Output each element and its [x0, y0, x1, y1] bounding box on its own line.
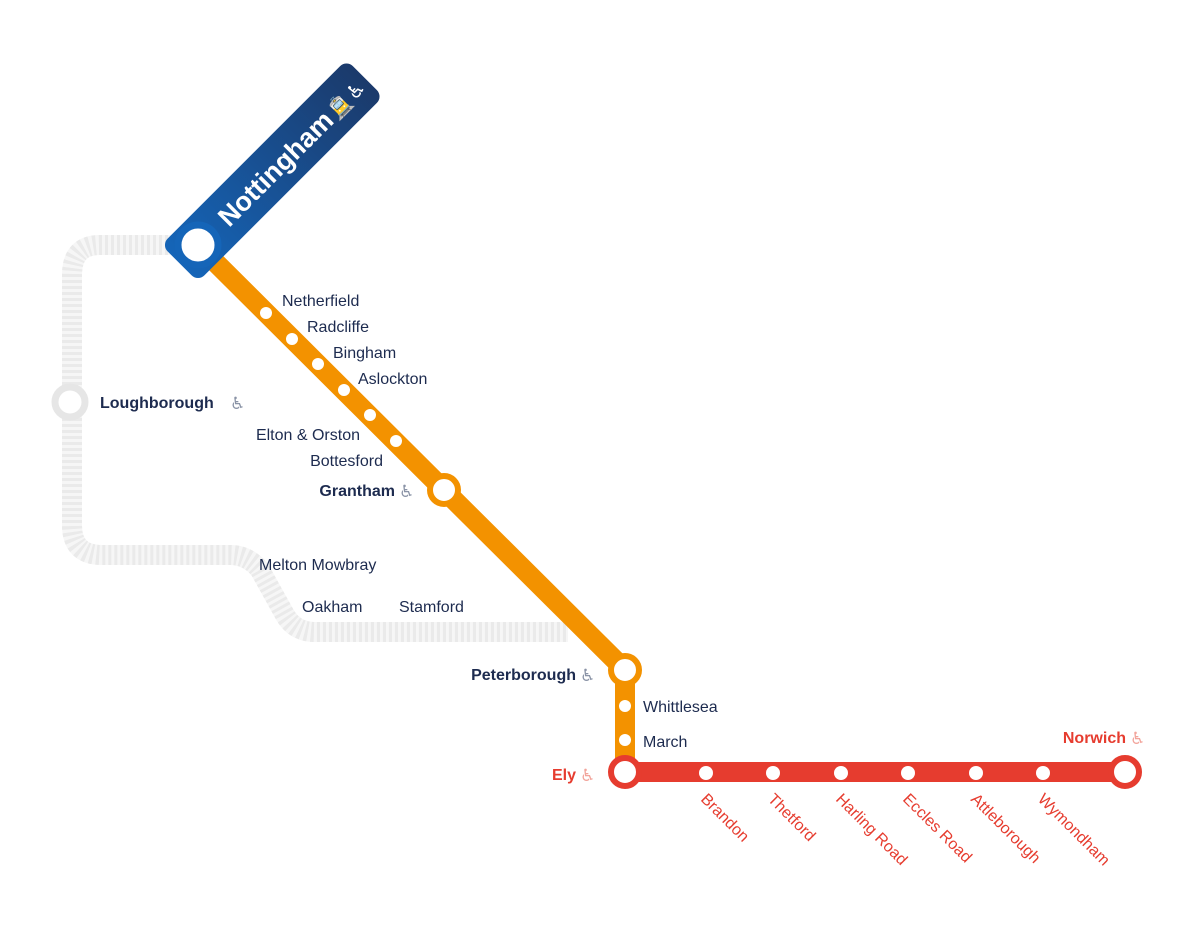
station-marker[interactable] — [969, 766, 983, 780]
station-nottingham-marker[interactable] — [174, 221, 222, 269]
station-label-grantham: Grantham — [319, 483, 395, 500]
station-marker[interactable] — [901, 766, 915, 780]
wheelchair-icon: ♿ — [580, 766, 595, 786]
station-label: Bottesford — [310, 453, 383, 470]
station-norwich-marker[interactable] — [1108, 755, 1142, 789]
station-grantham-marker[interactable] — [427, 473, 461, 507]
station-marker[interactable] — [312, 358, 324, 370]
station-label: Thetford — [764, 791, 818, 845]
station-label: Attleborough — [967, 791, 1043, 867]
station-label: Eccles Road — [899, 791, 975, 867]
station-label: March — [643, 734, 687, 751]
station-label-peterborough: Peterborough — [471, 667, 576, 684]
wheelchair-icon: ♿ — [1130, 729, 1145, 749]
station-label: Brandon — [697, 791, 752, 846]
station-label: Stamford — [399, 599, 464, 616]
station-label: Melton Mowbray — [259, 557, 376, 574]
station-marker[interactable] — [619, 700, 631, 712]
station-label: Elton & Orston — [256, 427, 360, 444]
wheelchair-icon: ♿ — [399, 482, 414, 502]
nottingham-label: Nottingham — [212, 105, 339, 232]
station-peterborough-marker[interactable] — [608, 653, 642, 687]
station-label: Bingham — [333, 345, 396, 362]
station-label: Netherfield — [282, 293, 359, 310]
station-label-loughborough: Loughborough — [100, 395, 214, 412]
station-marker[interactable] — [260, 307, 272, 319]
station-marker[interactable] — [338, 384, 350, 396]
station-label-ely: Ely — [552, 767, 576, 784]
station-marker[interactable] — [619, 734, 631, 746]
station-label: Harling Road — [832, 791, 910, 869]
station-marker[interactable] — [834, 766, 848, 780]
station-marker[interactable] — [390, 435, 402, 447]
station-loughborough-marker[interactable] — [51, 383, 89, 421]
station-ely-marker[interactable] — [608, 755, 642, 789]
station-label: Oakham — [302, 599, 362, 616]
station-label: Radcliffe — [307, 319, 369, 336]
station-label: Whittlesea — [643, 699, 718, 716]
orange-line — [190, 237, 635, 772]
station-marker[interactable] — [1036, 766, 1050, 780]
station-label: Aslockton — [358, 371, 427, 388]
wheelchair-icon: ♿ — [580, 666, 595, 686]
wheelchair-icon: ♿ — [230, 394, 245, 414]
station-marker[interactable] — [766, 766, 780, 780]
station-marker[interactable] — [364, 409, 376, 421]
station-label: Wymondham — [1034, 791, 1113, 870]
station-label-norwich: Norwich — [1063, 730, 1126, 747]
station-marker[interactable] — [699, 766, 713, 780]
station-marker[interactable] — [286, 333, 298, 345]
